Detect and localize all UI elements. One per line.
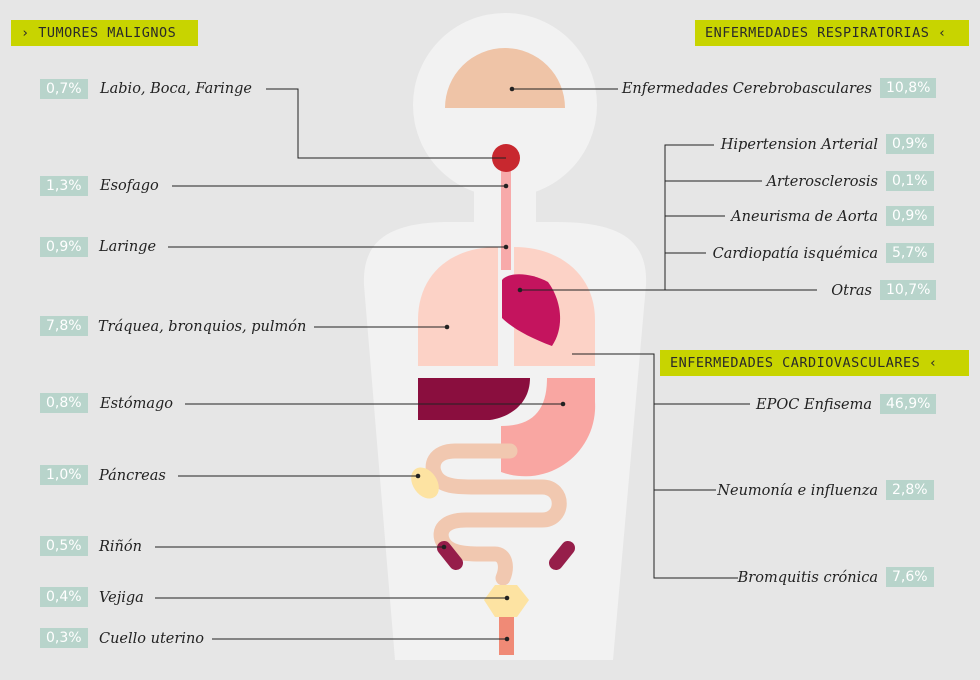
brain [445, 48, 565, 108]
right-connectors [512, 88, 817, 579]
pct-badge: 5,7% [886, 243, 934, 263]
header-enfermedades-cardiovasculares: ENFERMEDADES CARDIOVASCULARES ‹ [660, 350, 969, 376]
item-label: Laringe [99, 239, 157, 255]
item-label: Hipertension Arterial [720, 137, 878, 153]
pct-badge: 0,9% [886, 206, 934, 226]
item-label: Vejiga [99, 590, 144, 606]
item-label: Esofago [100, 178, 159, 194]
pct-badge: 46,9% [880, 394, 937, 414]
item-label: Bromquitis crónica [737, 570, 878, 586]
item-label: Páncreas [99, 468, 166, 484]
item-label: Riñón [99, 539, 142, 555]
item-label: Neumonía e influenza [717, 483, 878, 499]
kidney-left [437, 541, 463, 570]
item-label: Cardiopatía isquémica [712, 246, 878, 262]
pct-badge: 0,7% [40, 79, 88, 99]
pct-badge: 10,8% [880, 78, 937, 98]
urethra [499, 617, 514, 655]
lung-left [418, 247, 498, 366]
pct-badge: 2,8% [886, 480, 934, 500]
item-label: Tráquea, bronquios, pulmón [98, 319, 307, 335]
pct-badge: 7,8% [40, 316, 88, 336]
item-label: Otras [831, 283, 872, 299]
header-tumores-malignos: › TUMORES MALIGNOS [11, 20, 198, 46]
item-label: Cuello uterino [99, 631, 205, 647]
pct-badge: 0,8% [40, 393, 88, 413]
item-label: Arterosclerosis [766, 174, 878, 190]
pct-badge: 0,5% [40, 536, 88, 556]
connector-dots [415, 86, 566, 642]
header-enfermedades-respiratorias: ENFERMEDADES RESPIRATORIAS ‹ [695, 20, 969, 46]
item-label: Labio, Boca, Faringe [100, 81, 253, 97]
pct-badge: 7,6% [886, 567, 934, 587]
pct-badge: 10,7% [880, 280, 937, 300]
pct-badge: 0,1% [886, 171, 934, 191]
pct-badge: 0,9% [40, 237, 88, 257]
pct-badge: 0,9% [886, 134, 934, 154]
pct-badge: 1,3% [40, 176, 88, 196]
stomach [501, 378, 596, 477]
left-connectors [155, 88, 563, 640]
item-label: Enfermedades Cerebrobasculares [621, 81, 872, 97]
pct-badge: 0,4% [40, 587, 88, 607]
bladder [484, 585, 529, 617]
esophagus [501, 160, 511, 270]
item-label: EPOC Enfisema [756, 397, 872, 413]
kidney-right [549, 541, 575, 570]
intestine [425, 443, 567, 586]
item-label: Aneurisma de Aorta [731, 209, 878, 225]
item-label: Estómago [100, 396, 173, 412]
pct-badge: 0,3% [40, 628, 88, 648]
pct-badge: 1,0% [40, 465, 88, 485]
liver [418, 378, 530, 420]
heart [502, 274, 561, 346]
